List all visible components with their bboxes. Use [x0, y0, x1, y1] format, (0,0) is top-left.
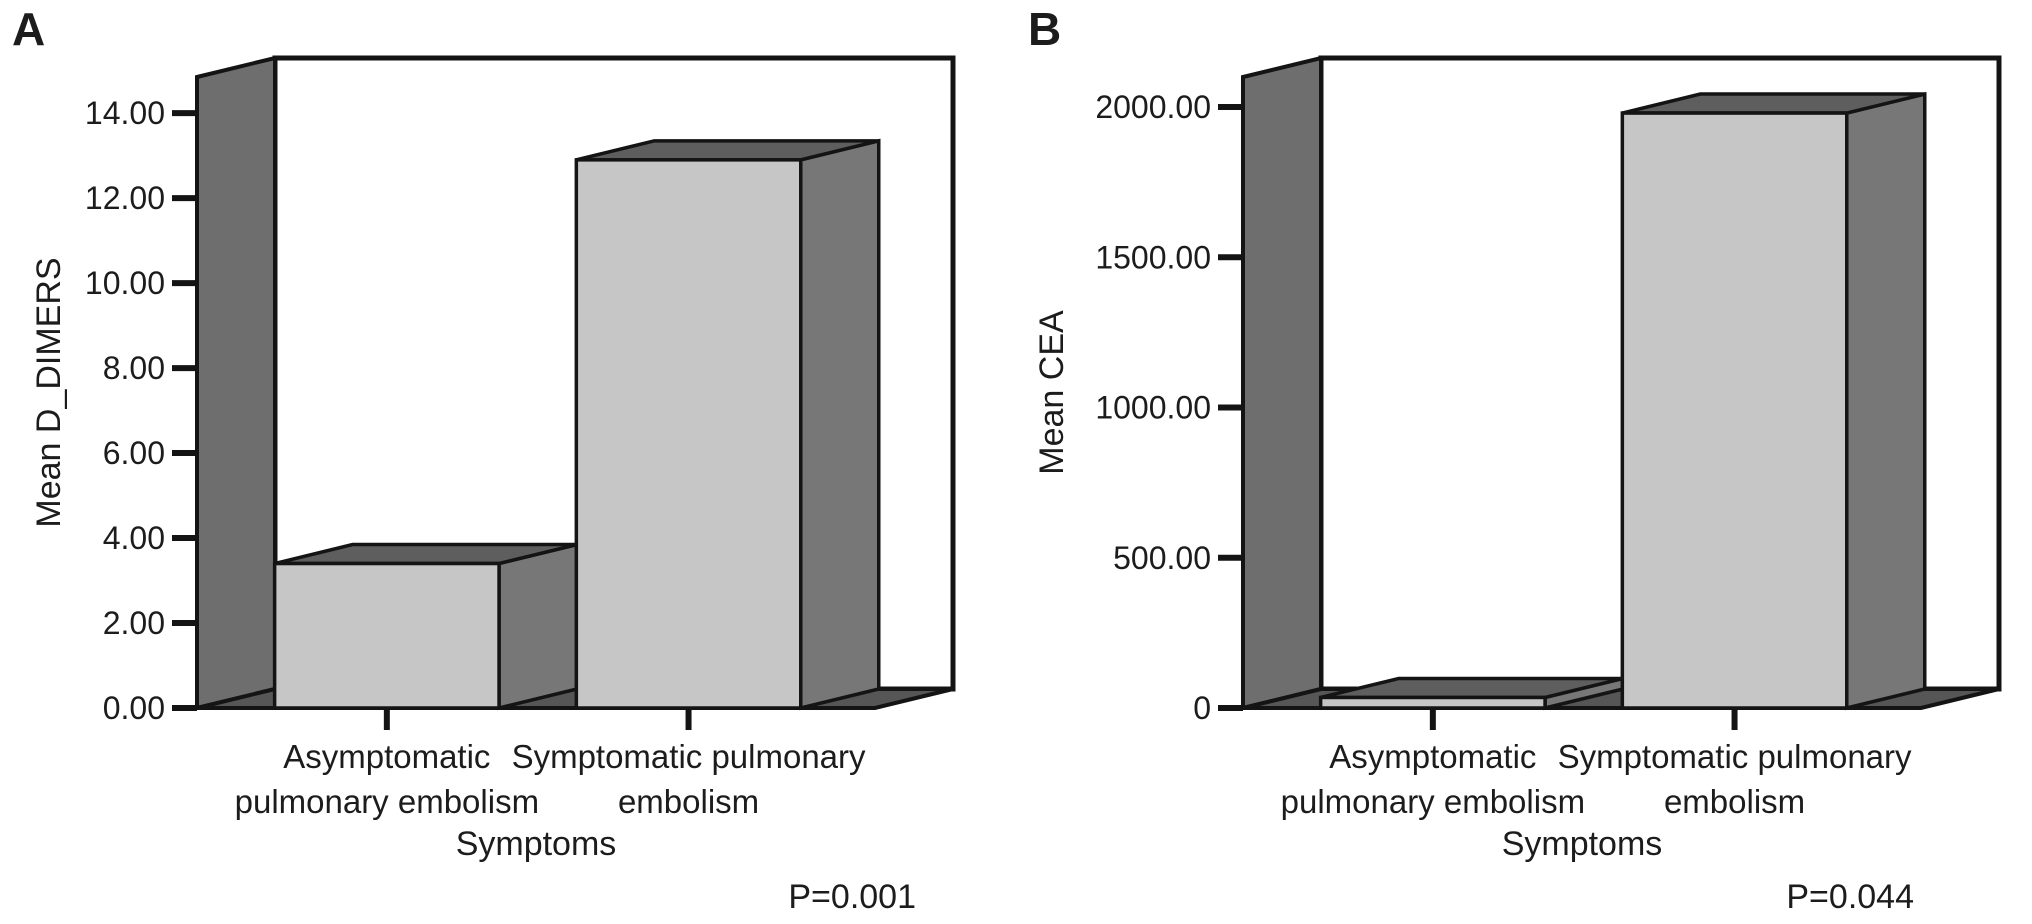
panel-a-letter: A: [12, 3, 46, 55]
x-axis-title: Symptoms: [1502, 825, 1663, 863]
y-tick-label: 10.00: [85, 265, 165, 301]
y-tick-label: 6.00: [103, 435, 165, 471]
bar-side-symptomatic: [1845, 91, 1927, 711]
y-tick-label: 1000.00: [1095, 390, 1211, 426]
y-tick-label: 4.00: [103, 520, 165, 556]
chart-b-svg: 0 500.00 1000.00 1500.00 2000.00Asymptomatic…: [1033, 55, 2002, 863]
x-category-label: Asymptomatic: [1329, 738, 1536, 775]
x-category-label: pulmonary embolism: [235, 783, 539, 820]
bar-side-symptomatic: [799, 138, 881, 711]
p-value-label-b: P=0.044: [1786, 878, 1914, 916]
chart-a-svg: 0.00 2.00 4.00 6.00 8.00 10.00 12.00 14.00Asymp…: [30, 55, 956, 863]
bar-front-asymptomatic: [272, 561, 501, 710]
x-category-label: Asymptomatic: [283, 738, 490, 775]
y-tick-label: 2.00: [103, 605, 165, 641]
y-tick-label: 1500.00: [1095, 239, 1211, 275]
left-wall: [1241, 55, 1323, 711]
panel-b-letter: B: [1028, 3, 1062, 55]
y-axis-title: Mean CEA: [1033, 310, 1071, 475]
x-category-label: pulmonary embolism: [1281, 783, 1585, 820]
y-tick-label: 0: [1193, 690, 1211, 726]
bar-side-asymptomatic: [497, 542, 579, 711]
x-axis-title: Symptoms: [456, 825, 617, 863]
y-tick-label: 0.00: [103, 690, 165, 726]
x-category-label: embolism: [618, 783, 759, 820]
x-category-label: Symptomatic pulmonary: [512, 738, 866, 775]
y-tick-label: 500.00: [1113, 540, 1211, 576]
y-tick-label: 8.00: [103, 350, 165, 386]
x-category-label: Symptomatic pulmonary: [1558, 738, 1912, 775]
y-tick-label: 14.00: [85, 95, 165, 131]
y-tick-label: 2000.00: [1095, 89, 1211, 125]
y-tick-label: 12.00: [85, 180, 165, 216]
bar-front-symptomatic: [1620, 111, 1849, 710]
p-value-label-a: P=0.001: [788, 878, 916, 916]
bar-front-symptomatic: [574, 158, 803, 710]
left-wall: [195, 55, 277, 711]
x-category-label: embolism: [1664, 783, 1805, 820]
bar-front-asymptomatic: [1318, 695, 1547, 710]
y-axis-title: Mean D_DIMERS: [30, 257, 68, 527]
